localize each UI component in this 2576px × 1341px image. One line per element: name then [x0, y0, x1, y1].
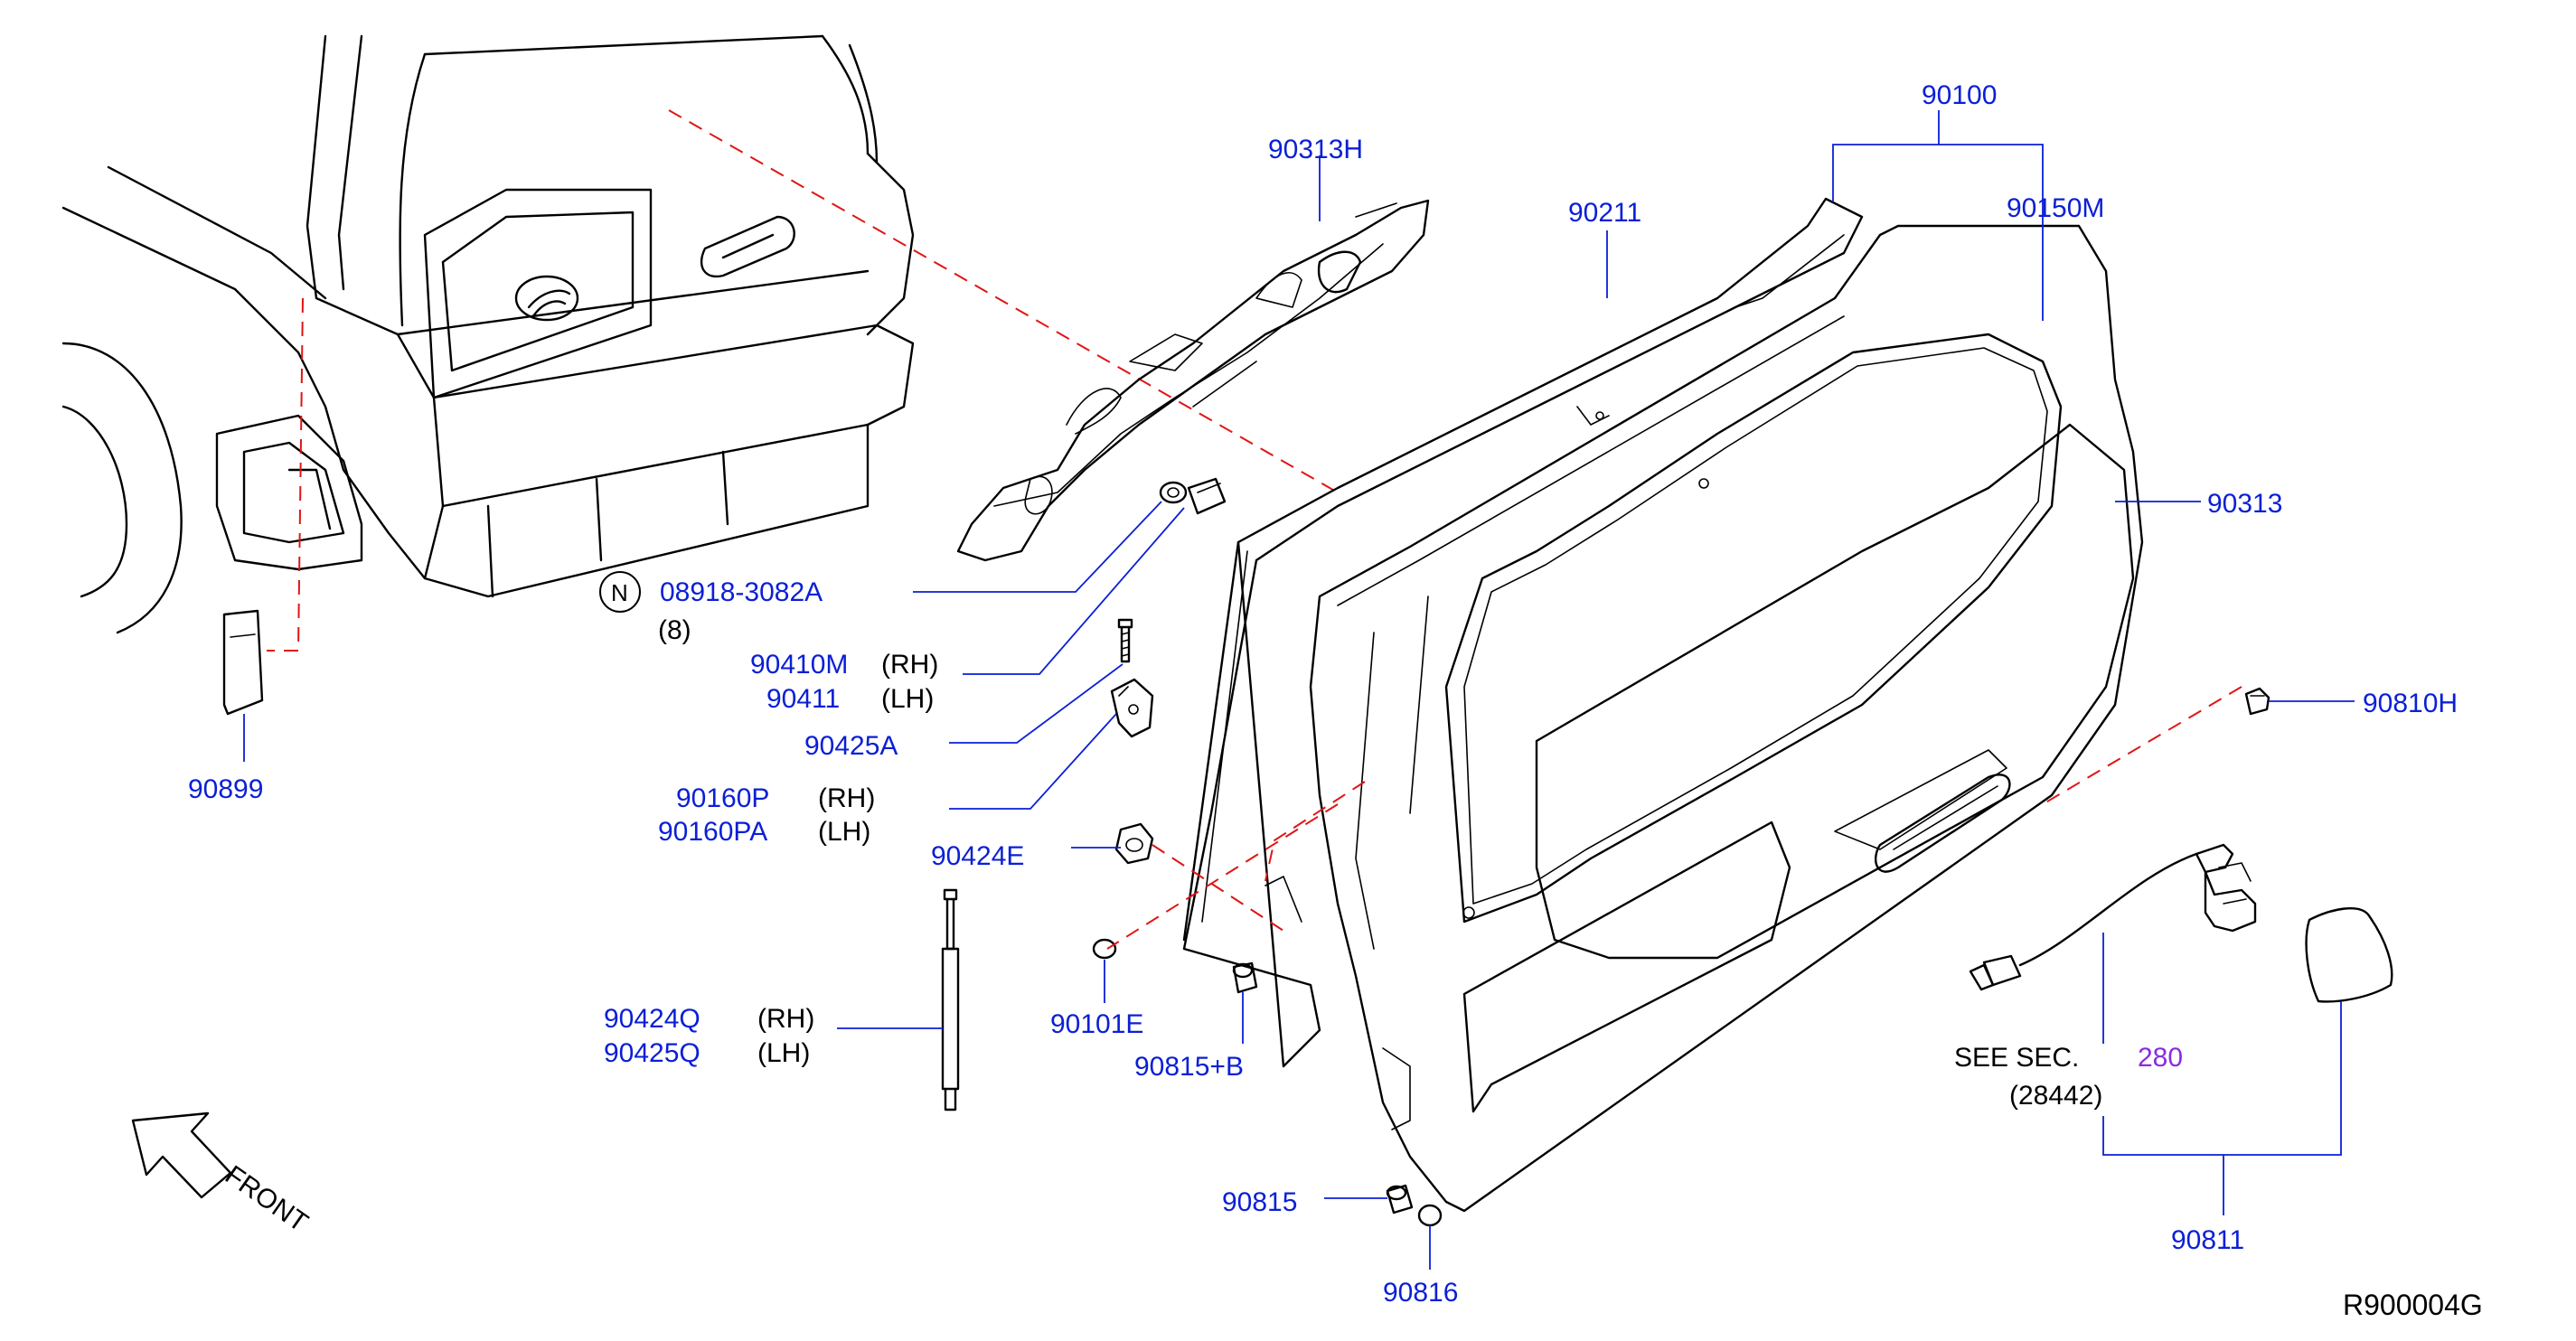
label-90424E: 90424E: [931, 841, 1024, 871]
label-08918-3082A: 08918-3082A: [660, 577, 823, 607]
label-90313H: 90313H: [1268, 135, 1363, 164]
label-90810H: 90810H: [2363, 689, 2458, 718]
vehicle-body-drawing: [61, 34, 1339, 652]
see-section-text: SEE SEC.: [1954, 1043, 2079, 1073]
rh-90160P: (RH): [818, 783, 875, 813]
leader-lines: [837, 110, 2355, 1270]
label-90815+B: 90815+B: [1134, 1052, 1244, 1082]
lh-90411: (LH): [881, 684, 934, 714]
lh-90425Q: (LH): [757, 1038, 810, 1068]
label-90160PA: 90160PA: [658, 817, 767, 847]
see-section-number: 280: [2138, 1043, 2183, 1073]
label-90899: 90899: [188, 774, 263, 804]
lh-90160PA: (LH): [818, 817, 870, 847]
back-door-drawing: [1182, 197, 2144, 1213]
label-90815: 90815: [1222, 1187, 1297, 1217]
see-section-sub: (28442): [2009, 1081, 2102, 1111]
rh-90410M: (RH): [881, 650, 938, 680]
note-symbol-icon: [599, 571, 641, 613]
label-90100: 90100: [1922, 80, 1997, 110]
label-90160P: 90160P: [676, 783, 769, 813]
note-symbol-text: N: [611, 579, 628, 606]
label-90811: 90811: [2171, 1225, 2244, 1255]
gas-strut-drawing: [941, 888, 960, 1111]
label-90425A: 90425A: [804, 731, 898, 761]
label-90211: 90211: [1568, 198, 1641, 228]
label-90101E: 90101E: [1050, 1009, 1143, 1039]
label-90424Q: 90424Q: [604, 1004, 700, 1034]
label-90411: 90411: [766, 684, 840, 714]
front-arrow-icon: [131, 1111, 232, 1199]
latch-assembly-drawing: [1969, 843, 2393, 1003]
part-90899-drawing: [222, 609, 264, 762]
label-90313: 90313: [2207, 489, 2282, 519]
label-90425Q: 90425Q: [604, 1038, 700, 1068]
hinge-parts-drawing: [1092, 477, 2270, 1227]
quantity-8: (8): [658, 615, 691, 645]
label-90410M: 90410M: [750, 650, 848, 680]
diagram-code: R900004G: [2343, 1289, 2483, 1321]
label-90816: 90816: [1383, 1278, 1458, 1308]
guide-lines: [1106, 686, 2242, 950]
label-90150M: 90150M: [2007, 193, 2104, 223]
rh-90424Q: (RH): [757, 1004, 814, 1034]
front-label: FRONT: [220, 1160, 314, 1238]
part-90313H-drawing: [956, 155, 1430, 562]
